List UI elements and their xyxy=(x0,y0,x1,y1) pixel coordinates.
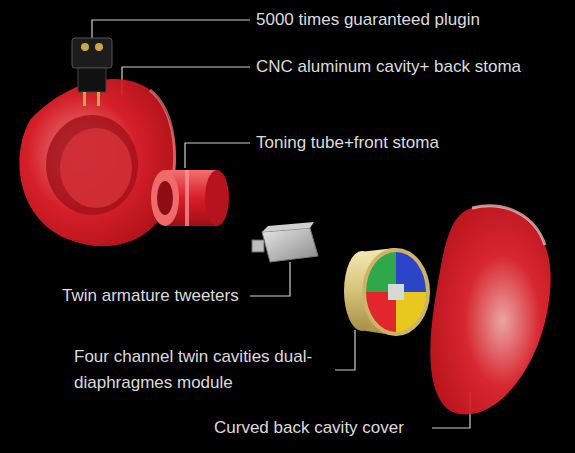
toning-tube xyxy=(151,170,229,226)
leader-line xyxy=(335,330,355,370)
part-label: Toning tube+front stoma xyxy=(256,130,556,156)
leader-line xyxy=(250,262,290,296)
leader-line xyxy=(92,20,250,40)
leader-line xyxy=(185,143,250,168)
plugin-connector xyxy=(72,38,112,106)
part-label: 5000 times guaranteed plugin xyxy=(256,7,556,33)
cavity-shell xyxy=(19,79,175,246)
back-cover xyxy=(430,206,550,415)
part-label: Twin armature tweeters xyxy=(62,283,252,309)
part-label: Four channel twin cavities dual-diaphrag… xyxy=(74,344,336,396)
armature-tweeter xyxy=(252,222,318,262)
part-label: Curved back cavity cover xyxy=(214,415,434,441)
driver-module xyxy=(344,248,430,336)
part-label: CNC aluminum cavity+ back stoma xyxy=(256,54,566,80)
